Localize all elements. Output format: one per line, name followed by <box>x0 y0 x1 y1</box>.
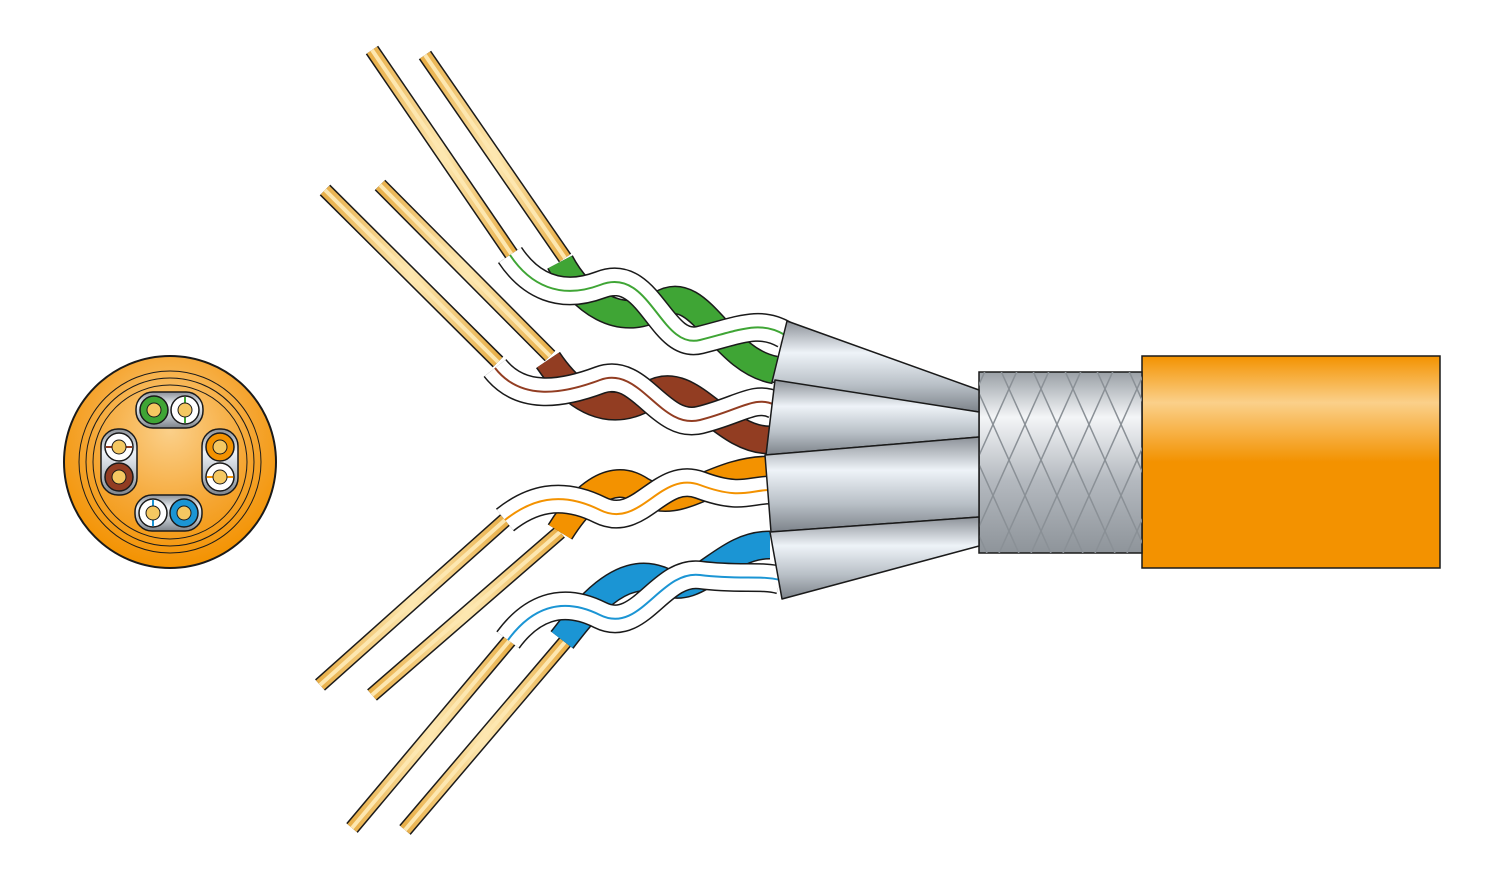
conductor-highlight <box>378 183 552 358</box>
conductor <box>146 402 162 418</box>
conductor-highlight <box>370 530 562 697</box>
outer-jacket <box>1141 355 1441 569</box>
twisted-green-pair <box>365 45 793 385</box>
conductor <box>212 439 228 455</box>
braid-shield <box>978 371 1143 554</box>
conductor <box>145 505 161 521</box>
twisted-orange-pair <box>315 455 771 701</box>
conductor-highlight <box>323 188 500 364</box>
cross-section-orange-pair <box>201 428 239 496</box>
conductor <box>176 505 192 521</box>
white-wire-stripe <box>507 573 781 641</box>
cross-section-green-pair <box>135 391 204 429</box>
twisted-brown-pair <box>319 179 782 455</box>
white-wire-stripe <box>494 367 776 423</box>
conductor <box>177 402 193 418</box>
foil-shield-blue-pair <box>769 516 980 600</box>
conductor-highlight <box>350 638 512 830</box>
conductor <box>111 439 127 455</box>
conductor <box>111 469 127 485</box>
cross-section-brown-pair <box>100 428 138 496</box>
conductor <box>212 469 228 485</box>
conductor-highlight <box>318 518 507 687</box>
conductor-highlight <box>423 53 567 260</box>
twisted-blue-pair <box>346 530 784 835</box>
white-wire-stripe <box>504 481 771 521</box>
conductor-highlight <box>403 640 567 832</box>
cross-section-blue-pair <box>134 494 203 532</box>
white-wire-stripe <box>509 254 786 342</box>
conductor-highlight <box>370 48 514 257</box>
cable-cross-section <box>63 355 277 569</box>
